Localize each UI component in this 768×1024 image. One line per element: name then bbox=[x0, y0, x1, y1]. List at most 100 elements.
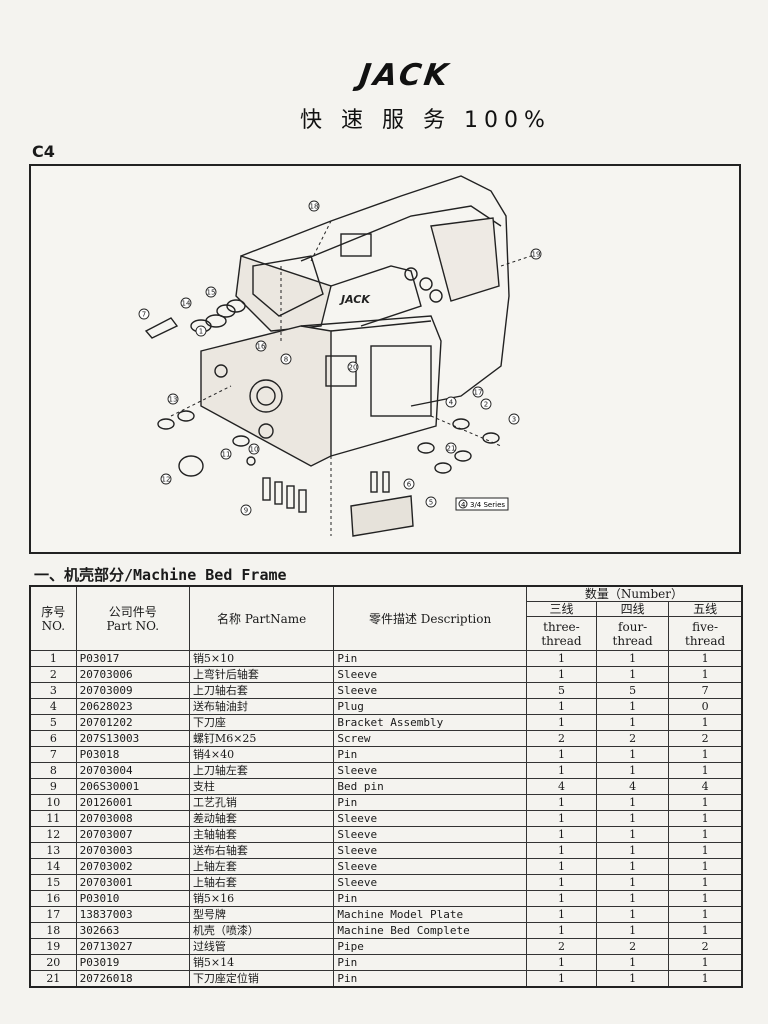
cell-no: 19 bbox=[29, 938, 77, 955]
cell-q5: 1 bbox=[668, 714, 743, 731]
header-three-cn: 三线 bbox=[525, 601, 598, 617]
cell-desc: Pin bbox=[333, 650, 527, 667]
cell-q5: 1 bbox=[668, 650, 743, 667]
header-part-name: 名称 PartName bbox=[188, 585, 335, 651]
callout-5: 5 bbox=[425, 496, 437, 508]
callout-1: 1 bbox=[195, 325, 207, 337]
svg-text:6: 6 bbox=[407, 481, 412, 489]
cell-q3: 1 bbox=[525, 746, 598, 763]
cell-q5: 1 bbox=[668, 810, 743, 827]
cell-q5: 1 bbox=[668, 906, 743, 923]
cell-q3: 1 bbox=[525, 970, 598, 988]
cell-desc: Sleeve bbox=[333, 858, 527, 875]
cell-q3: 2 bbox=[525, 730, 598, 747]
cell-part: 20628023 bbox=[75, 698, 190, 715]
cell-q3: 4 bbox=[525, 778, 598, 795]
cell-desc: Sleeve bbox=[333, 666, 527, 683]
cell-q5: 1 bbox=[668, 954, 743, 971]
cell-desc: Sleeve bbox=[333, 682, 527, 699]
cell-name: 差动轴套 bbox=[188, 810, 335, 827]
cell-q3: 1 bbox=[525, 762, 598, 779]
cell-q5: 1 bbox=[668, 842, 743, 859]
cell-q4: 2 bbox=[596, 730, 670, 747]
diagram-body-label: JACK bbox=[339, 293, 371, 306]
cell-desc: Pipe bbox=[333, 938, 527, 955]
cell-no: 7 bbox=[29, 746, 77, 763]
cell-desc: Bed pin bbox=[333, 778, 527, 795]
cell-q4: 1 bbox=[596, 906, 670, 923]
cell-desc: Pin bbox=[333, 794, 527, 811]
cell-part: P03017 bbox=[75, 650, 190, 667]
jack-logo: JACK bbox=[357, 58, 453, 93]
cell-part: P03019 bbox=[75, 954, 190, 971]
svg-text:20: 20 bbox=[349, 364, 358, 372]
svg-text:13: 13 bbox=[169, 396, 178, 404]
header-part-no: 公司件号 Part NO. bbox=[75, 585, 190, 651]
cell-no: 5 bbox=[29, 714, 77, 731]
cell-q5: 1 bbox=[668, 970, 743, 988]
cell-name: 送布右轴套 bbox=[188, 842, 335, 859]
cell-no: 20 bbox=[29, 954, 77, 971]
svg-text:2: 2 bbox=[484, 401, 488, 409]
cell-q5: 1 bbox=[668, 922, 743, 939]
cell-desc: Machine Model Plate bbox=[333, 906, 527, 923]
cell-name: 上弯针后轴套 bbox=[188, 666, 335, 683]
cell-name: 支柱 bbox=[188, 778, 335, 795]
svg-text:18: 18 bbox=[310, 203, 319, 211]
cell-q5: 1 bbox=[668, 874, 743, 891]
cell-q5: 1 bbox=[668, 666, 743, 683]
cell-q5: 1 bbox=[668, 890, 743, 907]
callout-11: 11 bbox=[220, 448, 232, 460]
series-badge: 4 3/4 Series bbox=[455, 497, 509, 511]
cell-no: 1 bbox=[29, 650, 77, 667]
callout-8: 8 bbox=[280, 353, 292, 365]
cell-desc: Sleeve bbox=[333, 842, 527, 859]
section-title: 一、机壳部分/Machine Bed Frame bbox=[34, 566, 287, 584]
cell-q4: 1 bbox=[596, 858, 670, 875]
header-five-cn: 五线 bbox=[668, 601, 743, 617]
cell-q5: 0 bbox=[668, 698, 743, 715]
cell-part: 206S30001 bbox=[75, 778, 190, 795]
cell-q5: 2 bbox=[668, 730, 743, 747]
cell-q4: 1 bbox=[596, 826, 670, 843]
cell-q3: 1 bbox=[525, 874, 598, 891]
cell-desc: Pin bbox=[333, 970, 527, 988]
header-quantity: 数量（Number） bbox=[525, 585, 743, 602]
series-badge-label: 3/4 Series bbox=[470, 501, 505, 509]
cell-part: 20701202 bbox=[75, 714, 190, 731]
svg-text:16: 16 bbox=[257, 343, 266, 351]
cell-q4: 1 bbox=[596, 698, 670, 715]
cell-q4: 1 bbox=[596, 874, 670, 891]
cell-part: 20703007 bbox=[75, 826, 190, 843]
cell-name: 机壳（喷漆） bbox=[188, 922, 335, 939]
service-slogan: 快 速 服 务 100% bbox=[300, 108, 551, 133]
cell-q3: 1 bbox=[525, 714, 598, 731]
page-code: C4 bbox=[32, 142, 55, 161]
svg-text:10: 10 bbox=[250, 446, 259, 454]
cell-desc: Screw bbox=[333, 730, 527, 747]
callout-10: 10 bbox=[248, 443, 260, 455]
cell-part: 20703006 bbox=[75, 666, 190, 683]
cell-name: 型号牌 bbox=[188, 906, 335, 923]
cell-q3: 1 bbox=[525, 922, 598, 939]
callout-2: 2 bbox=[480, 398, 492, 410]
cell-name: 上轴右套 bbox=[188, 874, 335, 891]
callout-16: 16 bbox=[255, 340, 267, 352]
cell-no: 17 bbox=[29, 906, 77, 923]
cell-name: 过线管 bbox=[188, 938, 335, 955]
svg-text:19: 19 bbox=[532, 251, 541, 259]
cell-q4: 1 bbox=[596, 666, 670, 683]
cell-q5: 1 bbox=[668, 794, 743, 811]
